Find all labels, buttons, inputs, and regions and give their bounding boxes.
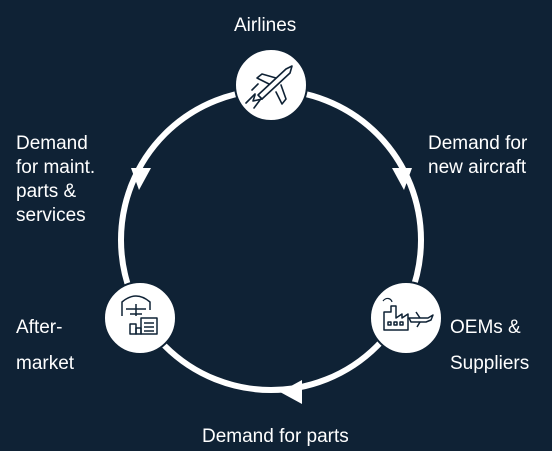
demand-maint-label: Demand for maint. parts & services — [16, 133, 96, 226]
arrowhead-new-aircraft — [392, 168, 412, 190]
airlines-label: Airlines — [234, 15, 297, 36]
hangar-warehouse-icon — [121, 295, 158, 335]
aftermarket-node — [103, 281, 177, 355]
demand-new-aircraft-label: Demand for new aircraft — [428, 133, 528, 178]
airlines-node — [234, 48, 308, 122]
oems-node — [369, 281, 443, 355]
demand-parts-label: Demand for parts — [202, 426, 349, 447]
arrowhead-parts — [280, 380, 302, 404]
aftermarket-label: After- market — [16, 317, 75, 374]
arrowhead-maint — [131, 168, 151, 190]
oems-label: OEMs & Suppliers — [450, 317, 530, 374]
cycle-ring — [118, 87, 424, 393]
factory-airplane-icon — [382, 297, 434, 331]
airplane-icon — [245, 65, 293, 109]
